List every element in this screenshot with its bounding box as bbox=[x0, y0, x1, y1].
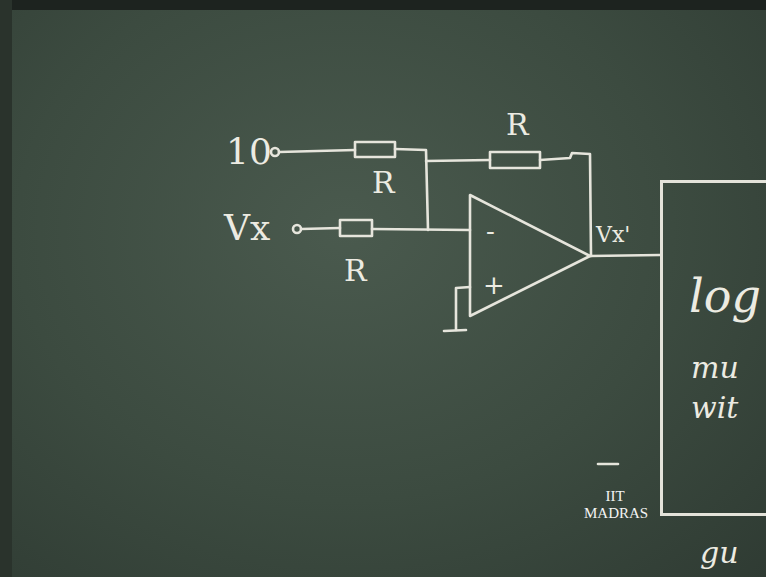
wire bbox=[301, 228, 340, 229]
block-text: log bbox=[689, 273, 761, 319]
wire bbox=[426, 160, 490, 161]
board-edge bbox=[0, 0, 12, 577]
resistor-label: R bbox=[344, 256, 367, 286]
wire bbox=[372, 229, 470, 230]
opamp-symbol bbox=[470, 195, 590, 316]
resistor-symbol bbox=[490, 152, 540, 168]
wire bbox=[395, 149, 428, 230]
wire bbox=[540, 153, 591, 256]
signal-name: Vx' bbox=[596, 224, 630, 246]
note-text: gu bbox=[700, 538, 739, 568]
block-box: log mu wit bbox=[660, 180, 766, 516]
wire bbox=[279, 150, 355, 152]
chalk-mark bbox=[598, 463, 618, 466]
block-text: mu bbox=[691, 353, 739, 383]
resistor-symbol bbox=[355, 142, 395, 157]
ground-symbol bbox=[444, 330, 466, 331]
pin-sign: + bbox=[483, 272, 505, 298]
board-edge bbox=[0, 0, 766, 10]
watermark: IIT MADRAS bbox=[584, 488, 646, 521]
resistor-label: R bbox=[506, 110, 529, 140]
block-text: wit bbox=[691, 393, 738, 423]
input-label: Vx bbox=[224, 210, 270, 246]
pin-sign: - bbox=[486, 218, 495, 244]
wire bbox=[456, 287, 470, 330]
resistor-label: R bbox=[372, 168, 395, 198]
wire bbox=[590, 255, 660, 256]
input-label: 10 bbox=[226, 134, 272, 170]
resistor-symbol bbox=[340, 220, 372, 236]
